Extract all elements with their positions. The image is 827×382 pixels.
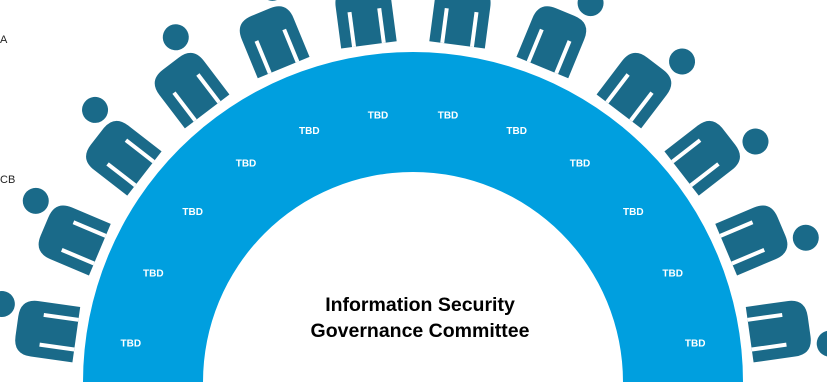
person-body (239, 6, 310, 79)
person-icon (596, 48, 696, 129)
person-icon (0, 291, 81, 363)
committee-title-line-2: Governance Committee (310, 320, 530, 342)
person-arm-stripe (172, 91, 197, 122)
person-body (745, 300, 811, 363)
seat-label: TBD (506, 126, 527, 137)
person-icon (82, 96, 162, 196)
person-arm-stripe (124, 138, 155, 164)
person-arm-stripe (747, 312, 783, 322)
person-icon (154, 24, 230, 129)
person-head (577, 0, 604, 17)
person-arm-stripe (72, 220, 107, 238)
seat-label: TBD (182, 207, 203, 218)
edge-text-top: A (0, 34, 8, 46)
person-head (669, 48, 696, 75)
person-head (82, 96, 109, 123)
person-icon (335, 0, 397, 49)
committee-title-line-1: Information Security (325, 294, 515, 316)
committee-table-arc (83, 52, 743, 382)
person-body (516, 6, 587, 79)
person-icon (516, 0, 604, 79)
person-arm-stripe (347, 11, 357, 48)
person-arm-stripe (440, 7, 449, 44)
person-body (38, 205, 111, 276)
seated-members (0, 0, 827, 363)
seat-label: TBD (662, 268, 683, 279)
committee-title: Information Security Governance Committe… (250, 292, 590, 344)
person-body (154, 52, 230, 129)
person-arm-stripe (43, 312, 79, 322)
person-head (742, 128, 769, 155)
person-icon (664, 120, 769, 196)
seat-label: TBD (570, 159, 591, 170)
person-head (259, 0, 286, 1)
person-arm-stripe (254, 40, 272, 75)
person-arm-stripe (60, 248, 95, 266)
person-arm-stripe (629, 91, 654, 122)
person-body (15, 300, 81, 363)
person-icon (745, 300, 827, 363)
person-arm-stripe (469, 11, 479, 48)
person-arm-stripe (39, 342, 75, 352)
person-arm-stripe (731, 248, 766, 266)
seat-label: TBD (143, 268, 164, 279)
person-icon (22, 187, 111, 276)
seat-label: TBD (368, 111, 389, 122)
person-body (429, 0, 491, 49)
person-arm-stripe (719, 220, 754, 238)
edge-text-mid: CB (0, 174, 16, 186)
person-icon (239, 0, 310, 79)
person-icon (429, 0, 491, 49)
seat-labels: TBD TBD TBD TBD TBD TBD TBD TBD TBD TBD TBD TBD (121, 111, 706, 350)
person-body (335, 0, 397, 49)
seat-label: TBD (685, 338, 706, 349)
seat-label: TBD (121, 338, 142, 349)
person-arm-stripe (751, 342, 787, 352)
person-body (596, 52, 672, 129)
person-head (0, 291, 15, 318)
person-body (664, 120, 740, 196)
person-arm-stripe (554, 40, 572, 75)
person-head (816, 330, 827, 357)
person-body (715, 205, 788, 276)
seat-label: TBD (623, 207, 644, 218)
person-arm-stripe (377, 7, 386, 44)
seat-label: TBD (299, 126, 320, 137)
person-arm-stripe (282, 28, 300, 63)
seat-label: TBD (438, 111, 459, 122)
person-arm-stripe (605, 73, 630, 104)
person-head (22, 187, 49, 214)
person-arm-stripe (689, 162, 720, 187)
seat-label: TBD (236, 159, 257, 170)
person-icon (715, 205, 819, 276)
person-arm-stripe (196, 73, 221, 104)
person-body (86, 120, 162, 196)
person-head (162, 24, 189, 51)
person-arm-stripe (106, 162, 137, 187)
person-arm-stripe (671, 138, 702, 164)
person-arm-stripe (526, 28, 544, 63)
person-head (792, 224, 819, 251)
